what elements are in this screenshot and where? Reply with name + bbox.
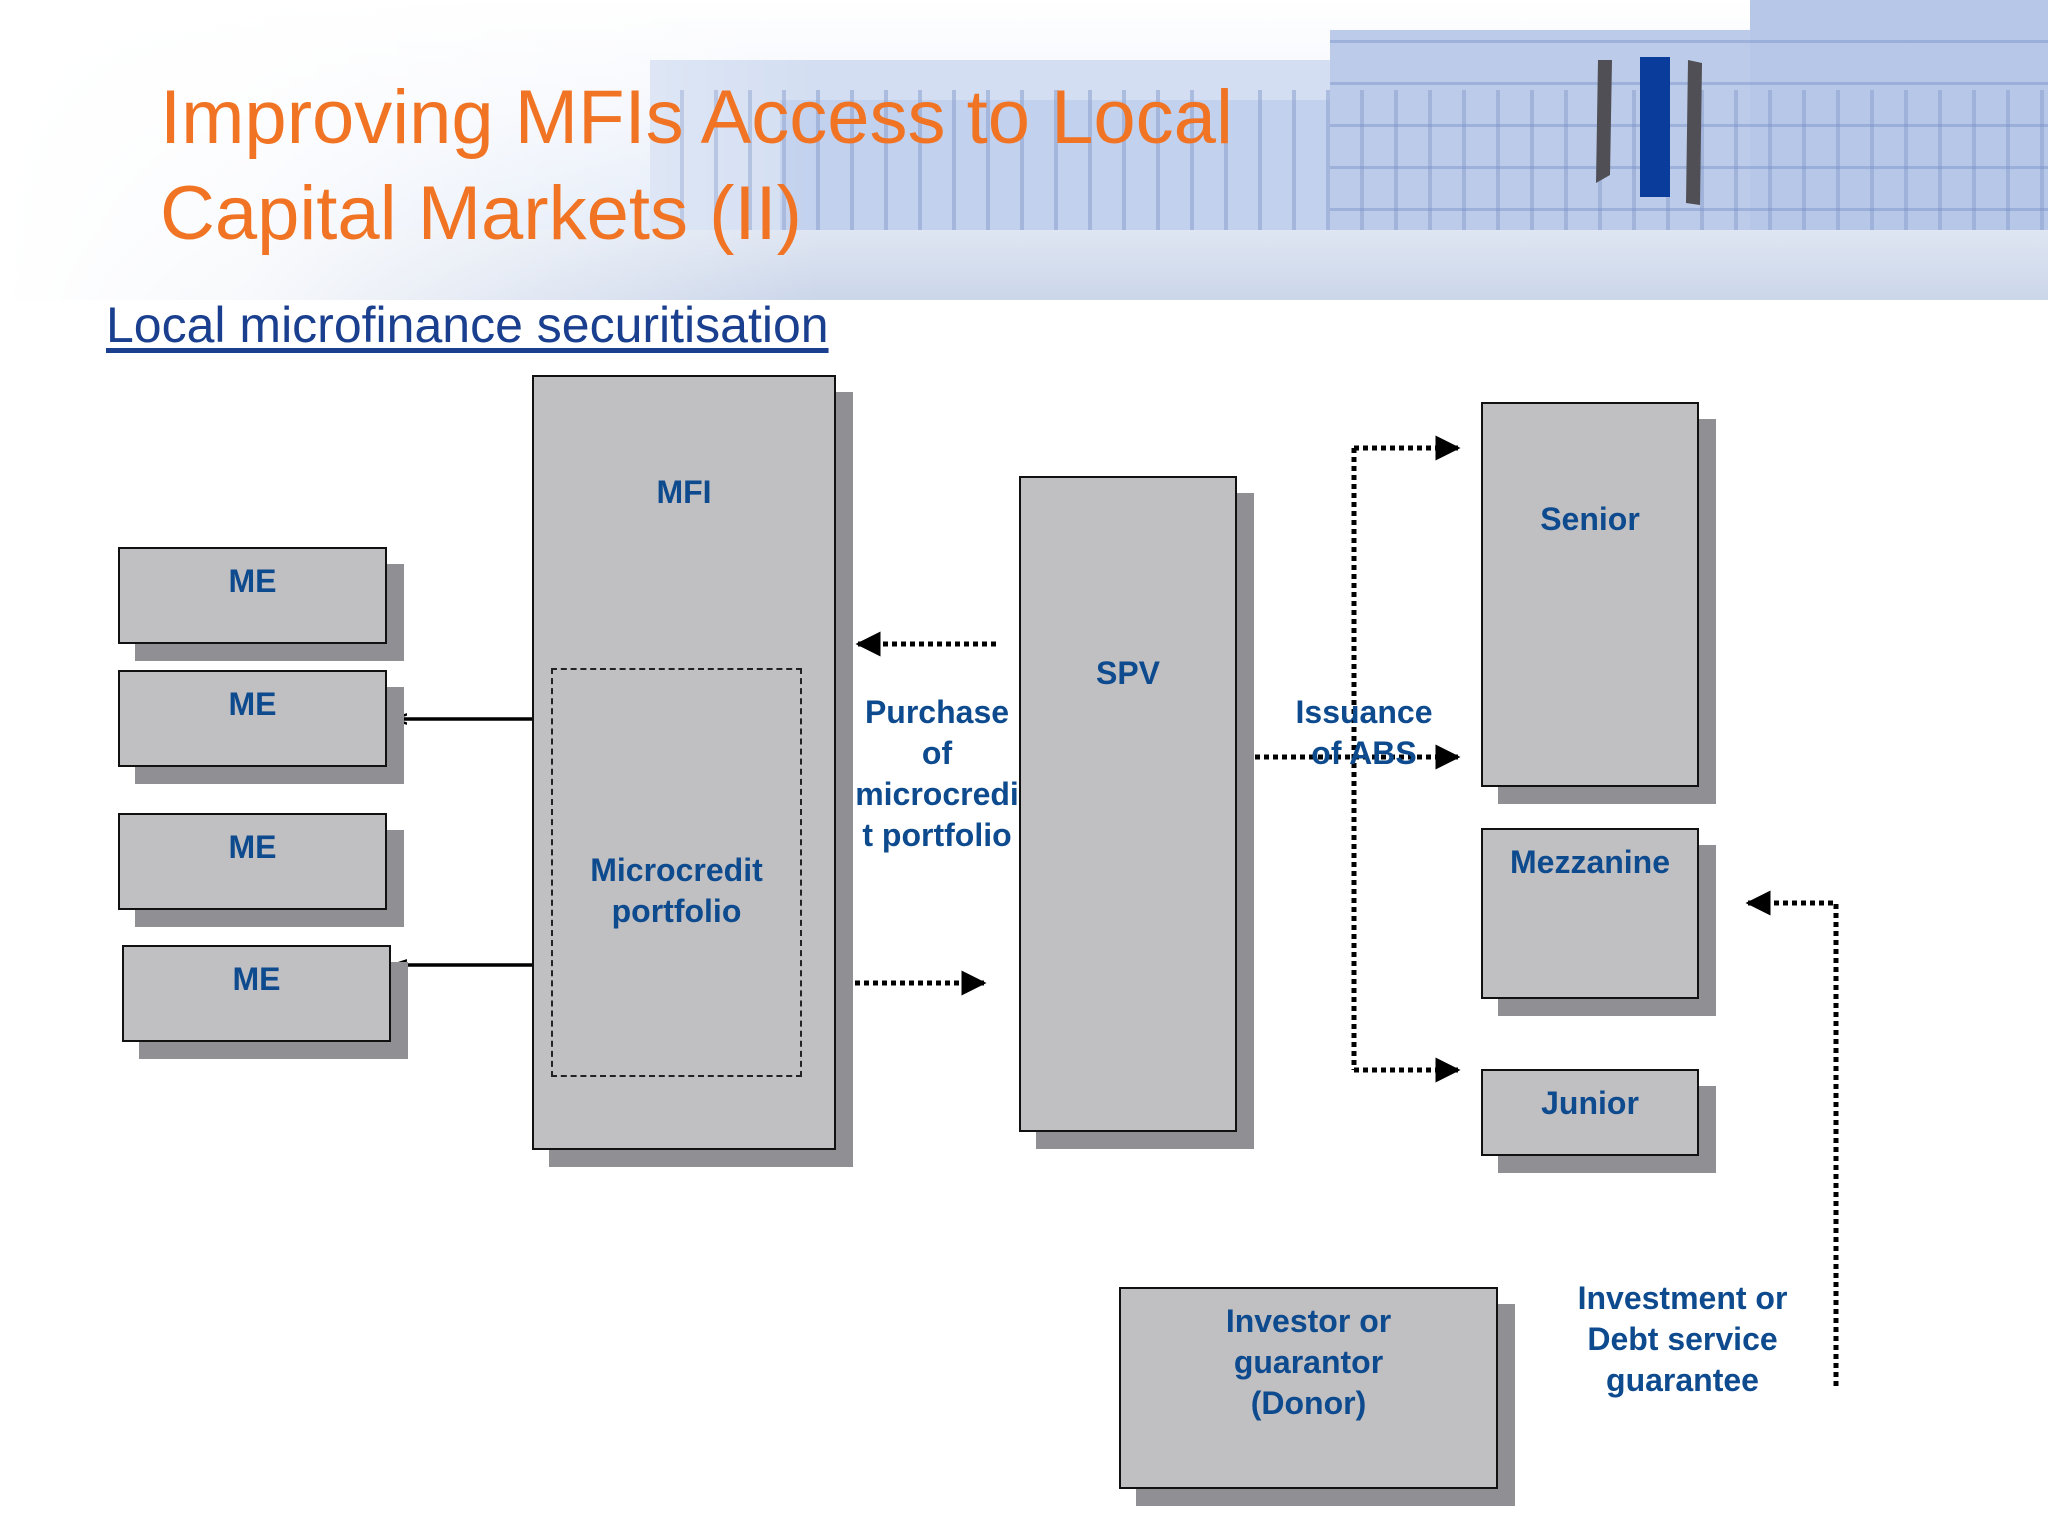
me-label: ME	[232, 961, 281, 997]
spv-label: SPV	[1095, 655, 1161, 691]
arrow-guarantee-to-mezzanine	[1745, 890, 1839, 1386]
mezzanine-tranche-box: Mezzanine	[1481, 828, 1699, 999]
junior-tranche-box: Junior	[1481, 1069, 1699, 1156]
me-label: ME	[228, 563, 277, 599]
mfi-box: MFI Microcredit portfolio	[532, 375, 836, 1150]
logo-icon	[1596, 57, 1702, 205]
senior-tranche-box: Senior	[1481, 402, 1699, 787]
slide-title: Improving MFIs Access to Local Capital M…	[160, 70, 1460, 262]
spv-box: SPV	[1019, 476, 1237, 1132]
microcredit-label-line-2: portfolio	[611, 893, 742, 929]
me-box: ME	[118, 670, 387, 767]
purchase-label: Purchase of microcredi t portfolio	[855, 694, 1019, 853]
guarantee-label: Investment or Debt service guarantee	[1577, 1280, 1788, 1398]
investor-label-line-2: guarantor	[1233, 1344, 1384, 1380]
investor-box: Investor or guarantor (Donor)	[1119, 1287, 1498, 1489]
me-box: ME	[122, 945, 391, 1042]
senior-label: Senior	[1540, 501, 1640, 537]
me-label: ME	[228, 829, 277, 865]
me-label: ME	[228, 686, 277, 722]
investor-label-line-3: (Donor)	[1250, 1385, 1367, 1421]
title-line-2: Capital Markets (II)	[160, 171, 802, 256]
title-line-1: Improving MFIs Access to Local	[160, 75, 1233, 160]
microcredit-portfolio-box: Microcredit portfolio	[551, 668, 802, 1077]
mfi-label: MFI	[656, 474, 712, 510]
me-box: ME	[118, 547, 387, 644]
slide-subtitle: Local microfinance securitisation	[106, 297, 829, 353]
investor-label-line-1: Investor or	[1225, 1303, 1392, 1339]
junior-label: Junior	[1541, 1085, 1639, 1121]
me-box: ME	[118, 813, 387, 910]
header-banner	[0, 0, 2048, 300]
mezzanine-label: Mezzanine	[1509, 844, 1671, 880]
microcredit-label-line-1: Microcredit	[590, 852, 763, 888]
issuance-label: Issuance of ABS	[1295, 694, 1433, 771]
